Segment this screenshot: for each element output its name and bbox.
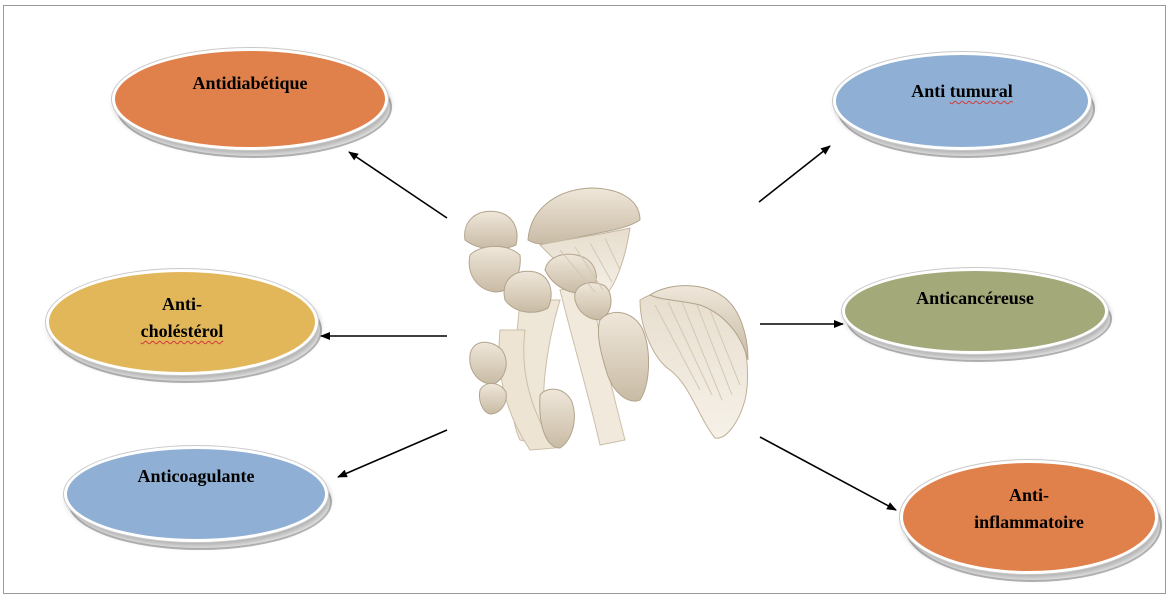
mushroom-cluster-image — [465, 188, 748, 450]
arrow-to-anticoagulante — [338, 430, 447, 477]
arrow-to-antidiabetique — [349, 152, 447, 218]
arrow-to-anti-tumural — [759, 146, 830, 202]
arrow-to-anti-inflammatoire — [760, 437, 896, 510]
